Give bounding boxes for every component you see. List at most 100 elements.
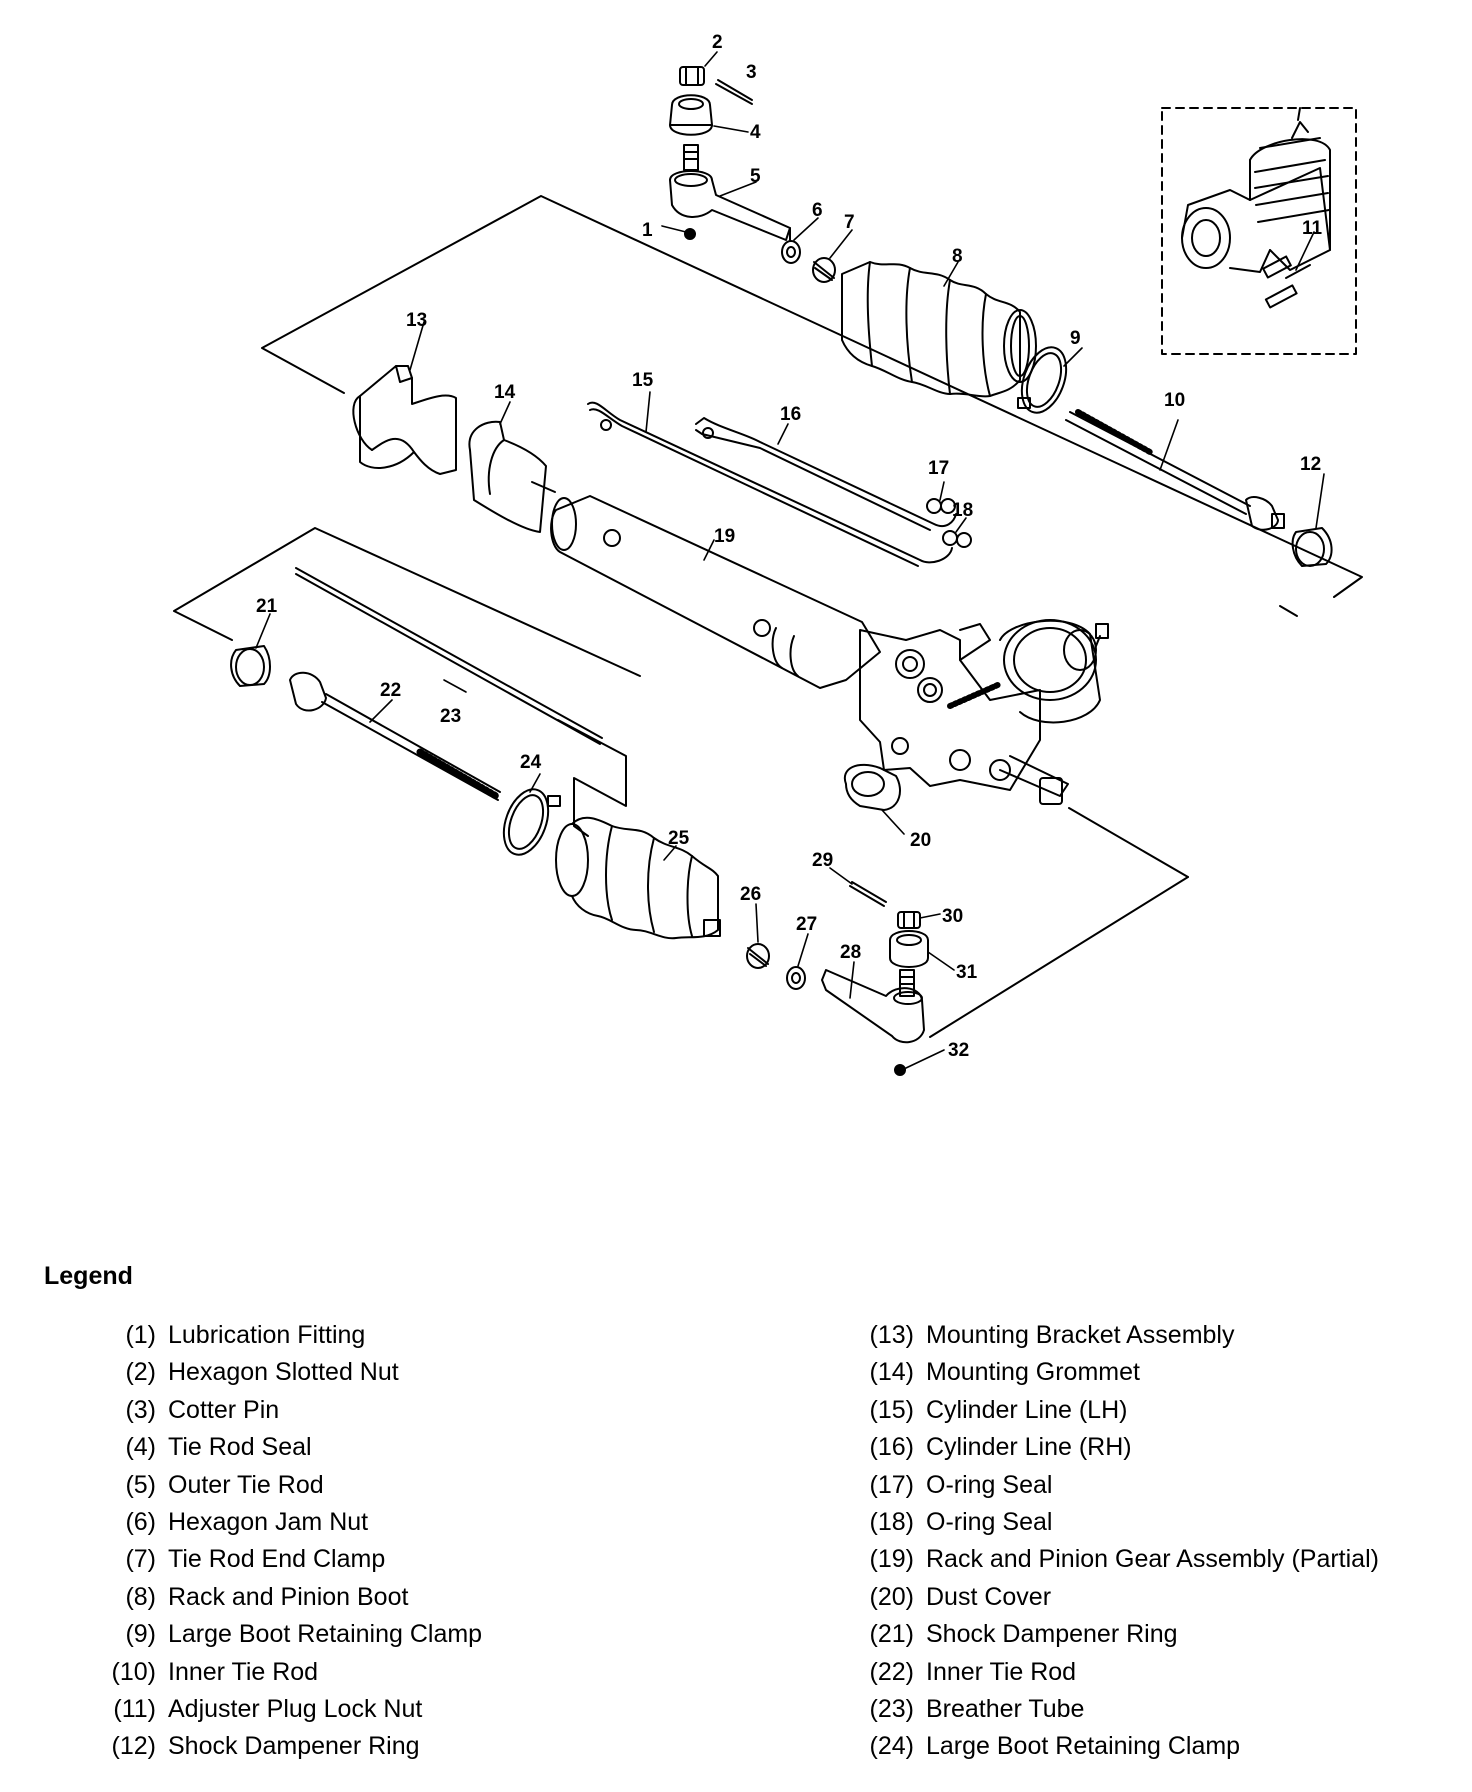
legend-number: (20): [869, 1582, 914, 1611]
legend-item-18: (18)O-ring Seal: [846, 1507, 1472, 1544]
legend-text: Hexagon Slotted Nut: [168, 1358, 399, 1387]
lower-shock-ring: [230, 645, 271, 687]
callout-19: 19: [714, 526, 735, 547]
legend-column-right: (13) Mounting Bracket Assembly (14)Mounti…: [846, 1320, 1472, 1769]
leader-lines: [255, 51, 1325, 1069]
callout-25: 25: [668, 828, 690, 849]
callout-6: 6: [812, 200, 823, 221]
legend-text: Adjuster Plug Lock Nut: [168, 1694, 423, 1723]
callout-12: 12: [1300, 454, 1321, 475]
legend-number: (22): [869, 1657, 914, 1686]
legend-text: Dust Cover: [926, 1582, 1052, 1611]
callout-30: 30: [942, 906, 963, 927]
legend-number: (5): [125, 1470, 156, 1499]
outer-tie-rod-upper: [669, 66, 791, 241]
legend-number: (13): [869, 1321, 914, 1349]
callout-26: 26: [740, 884, 761, 905]
gear-valve-housing: [859, 619, 1109, 805]
legend-item-5: (5) Outer Tie Rod: [88, 1470, 788, 1507]
callout-32: 32: [948, 1040, 969, 1061]
callout-2: 2: [712, 32, 723, 53]
callout-23: 23: [440, 706, 461, 727]
legend-text: Hexagon Jam Nut: [168, 1507, 369, 1536]
legend-number: (17): [869, 1470, 914, 1499]
legend-number: (9): [125, 1620, 156, 1649]
legend-text: O-ring Seal: [926, 1507, 1053, 1536]
legend-text: Large Boot Retaining Clamp: [926, 1732, 1241, 1761]
legend-item-6: (6) Hexagon Jam Nut: [88, 1507, 788, 1544]
upper-rack-boot: [841, 261, 1037, 398]
legend-item-20: (20) Dust Cover: [846, 1582, 1472, 1619]
upper-shock-ring: [1291, 527, 1333, 567]
legend-number: (15): [869, 1395, 914, 1424]
callout-24: 24: [520, 752, 542, 773]
callout-18: 18: [952, 500, 973, 521]
legend-number: (14): [869, 1358, 914, 1387]
callout-1: 1: [642, 220, 653, 241]
legend-item-12: (12)Shock Dampener Ring: [88, 1731, 788, 1768]
lower-jam-nut-and-clamp: [746, 943, 806, 990]
rack-housing: [550, 495, 881, 689]
callout-14: 14: [494, 382, 516, 403]
upper-jam-nut-and-clamp: [781, 240, 836, 283]
callout-10: 10: [1164, 390, 1185, 411]
legend-number: (21): [869, 1620, 914, 1649]
legend-item-21: (21) Shock Dampener Ring: [846, 1619, 1472, 1656]
callout-16: 16: [780, 404, 801, 425]
legend-number: (24): [869, 1732, 914, 1761]
callout-4: 4: [750, 122, 761, 143]
legend-text: Shock Dampener Ring: [168, 1732, 420, 1761]
callout-13: 13: [406, 310, 427, 331]
legend-item-11: (11)Adjuster Plug Lock Nut: [88, 1694, 788, 1731]
exploded-view-diagram: 1 2 3 4 5 6 7 8 9 10 11 12 13 14 15 16 1…: [173, 32, 1363, 1076]
lower-boot-clamp: [502, 788, 561, 856]
callout-29: 29: [812, 850, 833, 871]
legend-text: Rack and Pinion Gear Assembly (Partial): [926, 1545, 1379, 1574]
legend-text: Breather Tube: [926, 1694, 1085, 1723]
callout-11: 11: [1302, 218, 1323, 239]
legend-text: Large Boot Retaining Clamp: [168, 1620, 483, 1649]
legend-text: Shock Dampener Ring: [926, 1620, 1178, 1649]
legend-number: (2): [125, 1358, 156, 1387]
legend-number: (16): [869, 1433, 914, 1462]
legend-number: (10): [111, 1657, 156, 1686]
legend-text: Outer Tie Rod: [168, 1470, 324, 1499]
dust-cover: [843, 763, 901, 811]
legend-number: (3): [125, 1395, 156, 1424]
lower-assembly-frame: [173, 527, 1189, 1038]
callout-labels: 1 2 3 4 5 6 7 8 9 10 11 12 13 14 15 16 1…: [256, 32, 1323, 1061]
legend-number: (6): [125, 1507, 156, 1536]
callout-22: 22: [380, 680, 401, 701]
callout-21: 21: [256, 596, 278, 617]
upper-boot-clamp: [1017, 346, 1068, 414]
legend-item-19: (19)Rack and Pinion Gear Assembly (Parti…: [846, 1544, 1472, 1581]
legend-column-left: (1) Lubrication Fitting (2) Hexagon Slotte…: [88, 1320, 788, 1769]
legend-item-4: (4)Tie Rod Seal: [88, 1432, 788, 1469]
callout-20: 20: [910, 830, 931, 851]
legend-item-10: (10) Inner Tie Rod: [88, 1657, 788, 1694]
callout-8: 8: [952, 246, 963, 267]
legend-item-14: (14)Mounting Grommet: [846, 1357, 1472, 1394]
legend-item-8: (8)Rack and Pinion Boot: [88, 1582, 788, 1619]
breather-tube: [295, 567, 627, 837]
legend-item-15: (15) Cylinder Line (LH): [846, 1395, 1472, 1432]
legend-text: Tie Rod End Clamp: [168, 1545, 386, 1574]
callout-3: 3: [746, 62, 757, 83]
callout-31: 31: [956, 962, 978, 983]
legend-item-13: (13) Mounting Bracket Assembly: [846, 1320, 1472, 1357]
legend-text: Inner Tie Rod: [926, 1657, 1077, 1686]
cylinder-lines: [587, 401, 972, 567]
legend-text: Cylinder Line (RH): [926, 1433, 1132, 1462]
mounting-bracket: [352, 365, 457, 475]
legend-text: Rack and Pinion Boot: [168, 1582, 409, 1611]
callout-15: 15: [632, 370, 654, 391]
legend-text: Lubrication Fitting: [168, 1321, 366, 1349]
legend-title: Legend: [44, 1262, 133, 1290]
legend-text: Cylinder Line (LH): [926, 1395, 1128, 1424]
legend-text: Mounting Bracket Assembly: [926, 1321, 1235, 1349]
legend-text: Tie Rod Seal: [168, 1433, 312, 1462]
legend-item-17: (17)O-ring Seal: [846, 1470, 1472, 1507]
callout-28: 28: [840, 942, 861, 963]
legend-text: Inner Tie Rod: [168, 1657, 319, 1686]
legend-number: (1): [125, 1321, 156, 1349]
